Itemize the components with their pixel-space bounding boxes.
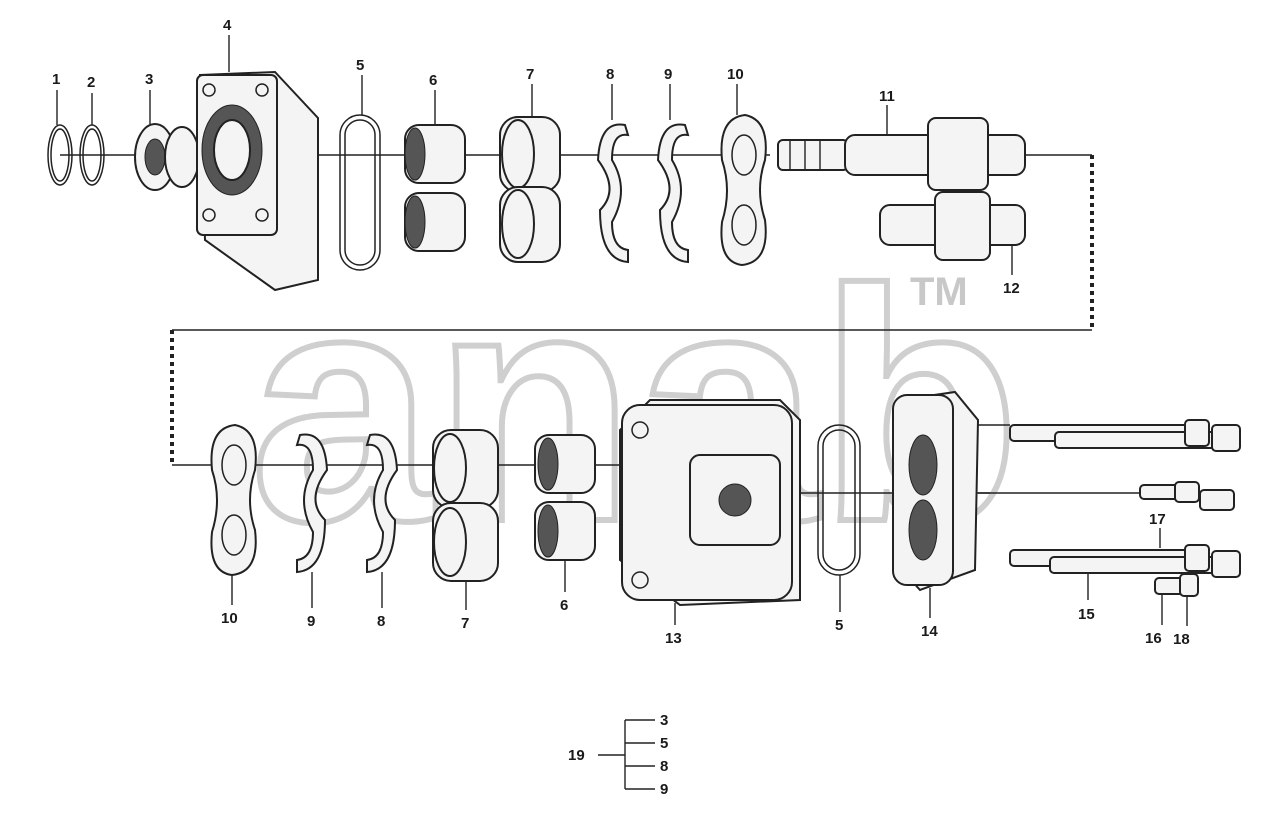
kit-legend: 19 3 5 8 9: [568, 712, 668, 798]
label-4: 4: [223, 17, 232, 34]
wear-plate-10: [720, 113, 767, 267]
bushing-7: [499, 116, 561, 263]
label-18: 18: [1173, 631, 1190, 648]
snap-ring-1: [47, 124, 73, 186]
needle-bearing-6-lower: [534, 434, 596, 561]
bushing-7-lower: [432, 429, 499, 582]
mounting-flange-4: [196, 70, 319, 292]
label-3: 3: [145, 71, 153, 88]
label-10: 10: [727, 66, 744, 83]
upper-assembly: [47, 70, 1094, 465]
label-7: 7: [526, 66, 534, 83]
snap-ring-2-inner: [82, 128, 102, 182]
label-5: 5: [356, 57, 364, 74]
label-14: 14: [921, 623, 938, 640]
kit-item-4: 9: [660, 781, 668, 798]
kit-item-3: 8: [660, 758, 668, 775]
needle-bearing-6: [404, 124, 466, 252]
seal-8-lower: [365, 433, 399, 574]
o-ring-5: [339, 114, 381, 271]
label-17: 17: [1149, 511, 1166, 528]
label-1: 1: [52, 71, 60, 88]
watermark-tm: TM: [910, 270, 968, 314]
lower-assembly: [172, 390, 1241, 607]
wear-plate-10-lower: [210, 423, 257, 577]
label-13: 13: [665, 630, 682, 647]
drive-gear-11: [777, 117, 1026, 191]
o-ring-5-lower: [817, 424, 861, 576]
label-11: 11: [879, 88, 895, 105]
label-7-lower: 7: [461, 615, 469, 632]
o-ring-5-inner: [344, 119, 376, 266]
seal-8: [596, 123, 630, 264]
label-5-lower: 5: [835, 617, 843, 634]
kit-item-2: 5: [660, 735, 668, 752]
shaft-seal-3-core: [144, 138, 166, 176]
driven-gear-12: [879, 191, 1026, 261]
kit-item-1: 3: [660, 712, 668, 729]
seal-9-lower: [295, 433, 329, 574]
gear-housing-13: [619, 399, 801, 607]
label-8-lower: 8: [377, 613, 385, 630]
label-10-lower: 10: [221, 610, 238, 627]
lower-labels: 10 9 8 7 6 13 5 14 15 16 17 18: [221, 511, 1190, 648]
label-9: 9: [664, 66, 672, 83]
bolts-15: [1009, 419, 1241, 578]
label-9-lower: 9: [307, 613, 315, 630]
seal-9: [656, 123, 690, 264]
label-6: 6: [429, 72, 437, 89]
label-12: 12: [1003, 280, 1020, 297]
kit-id: 19: [568, 747, 585, 764]
upper-labels: 1 2 3 4 5 6 7 8 9 10 11 12: [52, 17, 1020, 297]
label-16: 16: [1145, 630, 1162, 647]
snap-ring-1-inner: [50, 128, 70, 182]
label-6-lower: 6: [560, 597, 568, 614]
shaft-seal-3b: [164, 126, 200, 188]
fittings-16-18: [1139, 481, 1235, 597]
end-cover-14: [891, 390, 980, 592]
label-8: 8: [606, 66, 614, 83]
label-15: 15: [1078, 606, 1095, 623]
o-ring-5-lower-inner: [822, 429, 856, 571]
label-2: 2: [87, 74, 95, 91]
